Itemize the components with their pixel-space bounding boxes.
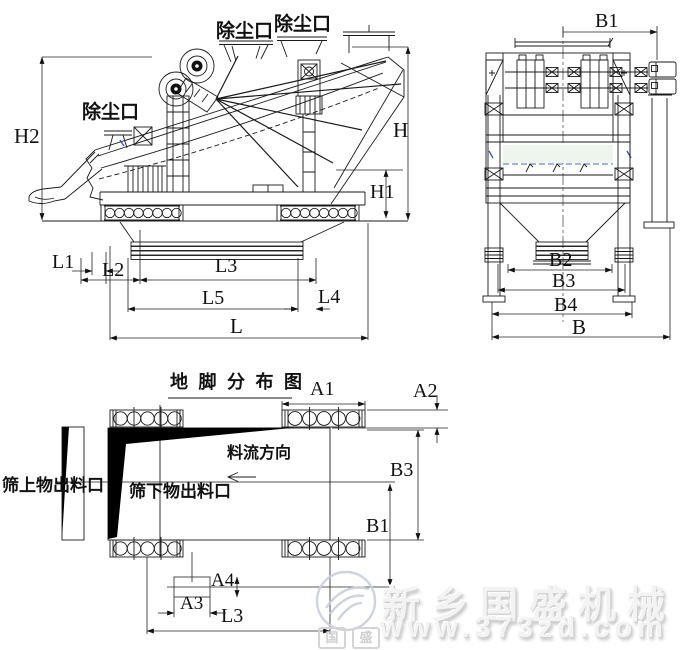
dust-port-b [277, 36, 327, 58]
isolator-row-left [100, 204, 184, 222]
dim-label-a2: A2 [413, 380, 438, 402]
oversize-outlet-label: 筛上物出料口 [2, 476, 104, 495]
end-view-drawing [482, 26, 677, 322]
vibration-motor-lower [158, 71, 194, 107]
dim-label-b1-plan: B1 [366, 515, 390, 537]
dim-label-b4: B4 [554, 294, 578, 316]
side-view-drawing [28, 25, 408, 260]
support-column [166, 95, 190, 193]
dust-port-c [343, 25, 395, 53]
end-view-legs [482, 95, 636, 303]
plan-view-title: 地 脚 分 布 图 [170, 372, 305, 392]
dust-port-left [104, 126, 153, 151]
flow-direction-arrow [226, 472, 256, 482]
watermark-logo [315, 570, 377, 632]
shaft-couplings [545, 67, 648, 93]
dim-label-l5: L5 [202, 287, 225, 309]
oversize-outlet-box [61, 426, 85, 541]
watermark-seal-left: 国 [318, 627, 346, 649]
left-spring-stack [124, 165, 166, 193]
watermark-website: www.373zd.com [380, 612, 668, 644]
dim-label-b3-plan: B3 [390, 459, 414, 481]
foot-pad-group-bottom-left [109, 537, 184, 560]
dim-label-l4: L4 [318, 286, 341, 308]
dim-label-h: H [393, 118, 409, 142]
watermark-seal-right: 盛 [352, 627, 380, 649]
dim-label-a4: A4 [211, 570, 235, 591]
dim-label-h2: H2 [14, 124, 40, 148]
right-pillar [295, 59, 323, 192]
dim-label-l2: L2 [102, 259, 125, 281]
dust-port-label-left: 除尘口 [82, 102, 140, 123]
side-view-dimensions [39, 46, 411, 341]
exciter-assembly [505, 54, 648, 109]
foot-pad-group-top-left [109, 407, 184, 430]
end-view-hopper [499, 202, 626, 265]
dust-port-label-top-right: 除尘口 [274, 14, 332, 35]
discharge-chute [28, 151, 103, 204]
dim-label-l3-plan: L3 [221, 605, 244, 627]
dim-label-h1: H1 [370, 181, 395, 203]
motor-top [648, 61, 677, 78]
dim-label-b3-end: B3 [552, 270, 576, 292]
undersize-outlet-label: 筛下物出料口 [129, 482, 231, 501]
dim-label-b: B [572, 315, 587, 339]
isolator-row-right [276, 204, 360, 222]
foot-pad-group-top-right [281, 407, 366, 430]
dim-label-a1: A1 [310, 378, 335, 400]
foot-pad-group-bottom-right [281, 537, 366, 560]
dust-port-label-top-left: 除尘口 [216, 21, 274, 42]
dim-label-a3: A3 [180, 593, 204, 614]
dim-label-l3: L3 [215, 255, 238, 277]
dust-port-a [219, 40, 273, 63]
motor-stand [643, 94, 675, 229]
watermark-company: 新乡国盛机械 [382, 585, 677, 627]
dim-label-l: L [230, 314, 243, 338]
dim-label-l1: L1 [52, 251, 75, 273]
plan-view-drawing [55, 397, 395, 560]
plan-view-dimensions [146, 395, 448, 634]
dim-label-b1-end: B1 [595, 10, 619, 32]
flow-direction-label: 料流方向 [227, 445, 292, 462]
end-view-dimensions [491, 26, 671, 340]
bottom-hopper [119, 221, 345, 260]
dim-label-b2: B2 [549, 249, 573, 271]
vibration-motor-upper [179, 48, 215, 84]
motor-bottom [648, 78, 677, 95]
